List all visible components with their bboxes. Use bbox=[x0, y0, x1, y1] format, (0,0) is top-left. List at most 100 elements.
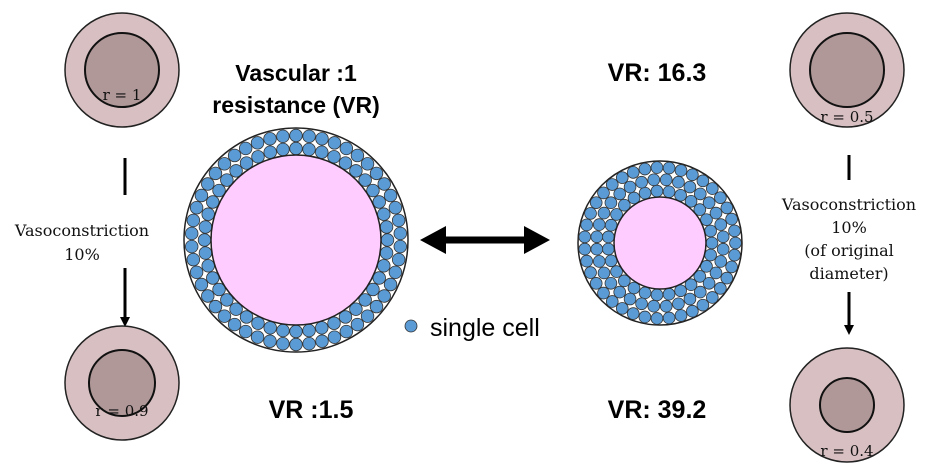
single-cell bbox=[623, 292, 637, 306]
small-vessel bbox=[577, 160, 743, 326]
single-cell bbox=[185, 226, 199, 241]
single-cell bbox=[696, 298, 710, 312]
single-cell bbox=[589, 196, 603, 209]
single-cell bbox=[592, 218, 606, 231]
single-cell bbox=[263, 321, 277, 335]
single-cell bbox=[185, 239, 199, 254]
single-cell bbox=[349, 302, 363, 316]
single-cell bbox=[276, 129, 290, 144]
single-cell bbox=[339, 141, 354, 156]
single-cell bbox=[360, 309, 375, 323]
vr-top-right: VR: 16.3 bbox=[608, 59, 707, 87]
single-cell bbox=[289, 141, 303, 156]
single-cell bbox=[201, 177, 215, 191]
single-cell bbox=[626, 166, 640, 179]
single-cell bbox=[693, 270, 707, 283]
large-vessel-lumen bbox=[210, 154, 382, 326]
single-cell bbox=[638, 286, 652, 300]
single-cell bbox=[227, 317, 242, 332]
single-cell bbox=[700, 213, 713, 226]
single-cell bbox=[327, 150, 341, 164]
single-cell bbox=[696, 174, 710, 188]
single-cell bbox=[372, 271, 386, 285]
single-cell bbox=[705, 291, 719, 304]
single-cell bbox=[672, 175, 685, 189]
single-cell bbox=[208, 299, 223, 314]
single-cell bbox=[610, 208, 623, 221]
single-cell bbox=[206, 271, 220, 285]
single-cell bbox=[289, 337, 303, 352]
single-cell bbox=[720, 201, 734, 215]
single-cell bbox=[391, 252, 406, 267]
single-cell bbox=[604, 218, 618, 232]
vr-bottom-left: VR :1.5 bbox=[269, 396, 354, 424]
single-cell bbox=[369, 166, 384, 181]
large-vessel bbox=[183, 127, 409, 353]
single-cell bbox=[623, 180, 637, 194]
single-cell bbox=[725, 212, 738, 226]
single-cell bbox=[250, 330, 265, 344]
single-cell bbox=[315, 132, 329, 146]
single-cell bbox=[618, 274, 631, 288]
title-line-1: Vascular :1 bbox=[235, 60, 357, 86]
small-vessel-lumen bbox=[613, 196, 707, 290]
single-cell bbox=[705, 236, 719, 250]
left-top-vessel: r = 1 bbox=[64, 12, 180, 128]
single-cell bbox=[716, 242, 730, 256]
single-cell bbox=[604, 254, 618, 268]
single-cell bbox=[358, 293, 372, 307]
single-cell bbox=[229, 302, 243, 316]
right-vasoconstriction-label: Vasoconstriction bbox=[781, 195, 916, 214]
single-cell bbox=[580, 254, 593, 268]
single-cell bbox=[590, 242, 604, 256]
single-cell bbox=[391, 213, 406, 228]
single-cell bbox=[725, 260, 738, 274]
single-cell bbox=[239, 310, 254, 324]
single-cell bbox=[704, 248, 717, 262]
single-cell bbox=[650, 184, 664, 198]
single-cell bbox=[366, 282, 380, 297]
single-cell bbox=[227, 148, 242, 163]
single-cell bbox=[650, 288, 664, 302]
single-cell bbox=[602, 230, 615, 244]
single-cell bbox=[686, 304, 699, 318]
left-bottom-radius-label: r = 0.9 bbox=[95, 402, 148, 420]
single-cell bbox=[613, 285, 627, 299]
single-cell bbox=[589, 277, 603, 290]
single-cell bbox=[662, 287, 676, 301]
single-cell bbox=[702, 276, 716, 290]
single-cell bbox=[662, 161, 676, 175]
legend-label: single cell bbox=[430, 314, 540, 342]
right-bottom-radius-label: r = 0.4 bbox=[820, 442, 873, 460]
left-bottom-vessel: r = 0.9 bbox=[64, 325, 180, 441]
left-vasoconstriction-label: Vasoconstriction bbox=[14, 221, 149, 240]
single-cell bbox=[239, 156, 254, 170]
single-cell bbox=[289, 324, 303, 339]
single-cell bbox=[627, 281, 641, 295]
single-cell bbox=[380, 233, 395, 247]
single-cell bbox=[377, 177, 391, 191]
right-percent-label: 10% bbox=[831, 218, 867, 237]
single-cell bbox=[372, 195, 386, 209]
single-cell bbox=[728, 224, 741, 238]
single-cell bbox=[584, 266, 597, 279]
single-cell bbox=[377, 289, 391, 303]
single-cell bbox=[189, 201, 204, 215]
single-cell bbox=[702, 196, 716, 210]
single-cell bbox=[647, 173, 661, 187]
single-cell bbox=[674, 164, 688, 177]
small-vessel-cells bbox=[578, 161, 742, 325]
legend-cell-icon bbox=[404, 319, 418, 333]
single-cell bbox=[189, 265, 204, 279]
title-line-2: resistance (VR) bbox=[212, 92, 379, 118]
single-cell bbox=[379, 246, 394, 260]
single-cell bbox=[597, 186, 610, 200]
single-cell bbox=[604, 276, 618, 290]
single-cell bbox=[194, 188, 209, 203]
single-cell bbox=[597, 266, 611, 280]
single-cell bbox=[580, 218, 593, 232]
single-cell bbox=[602, 242, 615, 256]
single-cell bbox=[217, 157, 232, 171]
single-cell bbox=[302, 336, 316, 351]
